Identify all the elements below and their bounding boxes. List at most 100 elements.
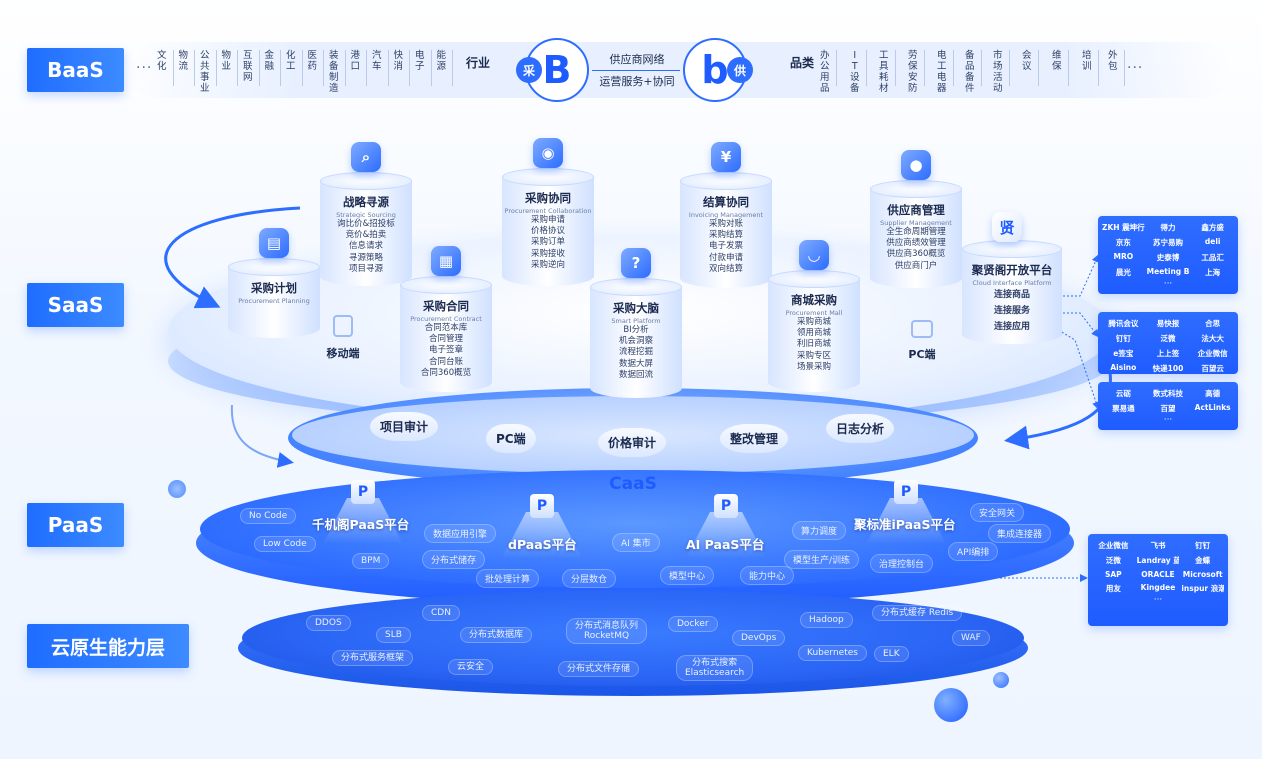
paas-capability[interactable]: Low Code [254,536,316,552]
module-item[interactable]: 场景采购 [796,361,831,372]
cloud-capability[interactable]: 分布式消息队列 RocketMQ [566,618,648,644]
module-body [590,286,682,398]
module-body [870,188,962,288]
module-item[interactable]: 合同管理 [428,334,463,345]
mobile-tile[interactable]: 移动端 [311,315,375,361]
module-item[interactable]: 双向结算 [708,263,743,274]
module-item[interactable]: 数据大屏 [618,358,653,369]
paas-capability[interactable]: 能力中心 [740,566,795,585]
paas-capability[interactable]: 治理控制台 [870,554,934,573]
module-item[interactable]: 连接应用 [993,322,1030,332]
module-item[interactable]: 寻源策略 [348,252,383,263]
pc-tile[interactable]: PC端 [890,320,954,362]
caas-item[interactable]: 项目审计 [370,412,439,441]
module-item[interactable]: 价格协议 [530,226,565,237]
paas-platform[interactable]: dPaaS平台 [508,537,577,552]
paas-capability[interactable]: AI 集市 [612,533,660,552]
module-item[interactable]: 采购订单 [530,237,565,248]
paas-capability[interactable]: No Code [240,508,297,524]
module-item[interactable]: 竞价&拍卖 [345,230,387,241]
caas-item[interactable]: PC端 [486,424,536,453]
cloud-capability[interactable]: DevOps [732,630,786,646]
module-item[interactable]: 采购逆向 [530,259,565,270]
caas-item[interactable]: 整改管理 [720,424,789,453]
module-item[interactable]: 电子发票 [708,241,743,252]
paas-capability[interactable]: 数据应用引擎 [424,524,497,543]
cloud-capability[interactable]: 分布式服务框架 [332,650,414,666]
cloud-capability[interactable]: DDOS [306,615,351,631]
paas-platform[interactable]: AI PaaS平台 [686,537,765,552]
module-item[interactable]: 利旧商城 [796,339,831,350]
cloud-capability[interactable]: ELK [874,646,909,662]
cloud-capability[interactable]: SLB [376,627,411,643]
module-item[interactable]: 付款申请 [708,252,743,263]
caas-item[interactable]: 价格审计 [598,428,667,457]
cloud-capability[interactable]: 分布式缓存 Redis [872,605,963,621]
module-item[interactable]: 询比价&招投标 [337,219,395,229]
paas-capability[interactable]: 集成连接器 [988,524,1052,543]
cloud-capability[interactable]: Hadoop [800,612,853,628]
module-item[interactable]: 采购专区 [796,350,831,361]
paas-platform[interactable]: 千机阁PaaS平台 [312,517,410,532]
module-cap [502,168,594,186]
paas-capability[interactable]: 安全网关 [970,503,1025,522]
partner-logo: 百望 [1160,404,1176,413]
module-item[interactable]: 采购结算 [708,230,743,241]
module-item[interactable]: 领用商城 [796,328,831,339]
paas-capability[interactable]: 模型生产/训练 [784,550,860,569]
module-item[interactable]: 合同范本库 [424,323,468,333]
paas-capability[interactable]: API编排 [948,542,999,561]
module-item[interactable]: 采购申请 [530,215,565,225]
module-item[interactable]: 供应商门户 [894,260,938,271]
module-item[interactable]: 连接服务 [993,306,1030,316]
module-item[interactable]: 数据回流 [618,369,653,380]
cloud-capability[interactable]: 云安全 [448,659,494,675]
module-item[interactable]: BI分析 [623,325,649,335]
caas-item[interactable]: 日志分析 [826,414,895,443]
partner-logo: 苏宁易购 [1152,238,1183,247]
module-item[interactable]: 供应商绩效管理 [886,238,946,249]
paas-platform[interactable]: 聚标准iPaaS平台 [854,517,956,532]
module-item[interactable]: 电子签章 [428,345,463,356]
cloud-capability[interactable]: 分布式搜索 Elasticsearch [676,655,754,681]
baas-tag: 医药 [308,50,325,86]
paas-capability[interactable]: BPM [352,553,390,569]
module-item[interactable]: 流程挖掘 [618,347,653,358]
module-item[interactable]: 合同360概览 [420,367,472,378]
module-item[interactable]: 采购接收 [530,248,565,259]
module-item[interactable]: 机会洞察 [618,336,653,347]
cloud-capability[interactable]: WAF [952,630,990,646]
baas-tag: 港口 [351,50,368,86]
module-item[interactable]: 采购商城 [796,317,831,327]
cloud-capability[interactable]: 分布式文件存储 [558,661,640,677]
partner-more-2: ··· [1163,375,1173,385]
paas-capability[interactable]: 模型中心 [660,566,715,585]
module-item[interactable]: 项目寻源 [348,263,383,274]
cloud-capability[interactable]: Kubernetes [798,645,867,661]
paas-capability[interactable]: 分层数仓 [562,569,617,588]
module-item[interactable]: 全生命周期管理 [886,227,946,237]
module-cap [590,278,682,296]
module-item[interactable]: 信息请求 [348,241,383,252]
paas-capability[interactable]: 分布式储存 [422,550,486,569]
paas-capability[interactable]: 算力调度 [792,521,847,540]
module-item[interactable]: 合同台账 [428,356,463,367]
module-item[interactable]: 连接商品 [993,290,1030,300]
module-item[interactable]: 采购对账 [708,219,743,229]
cloud-capability[interactable]: 分布式数据库 [460,627,533,643]
cloud-capability[interactable]: CDN [422,605,460,621]
cloud-capability[interactable]: Docker [668,616,718,632]
paas-capability[interactable]: 批处理计算 [476,569,540,588]
module-item[interactable]: 供应商360概览 [886,249,946,260]
